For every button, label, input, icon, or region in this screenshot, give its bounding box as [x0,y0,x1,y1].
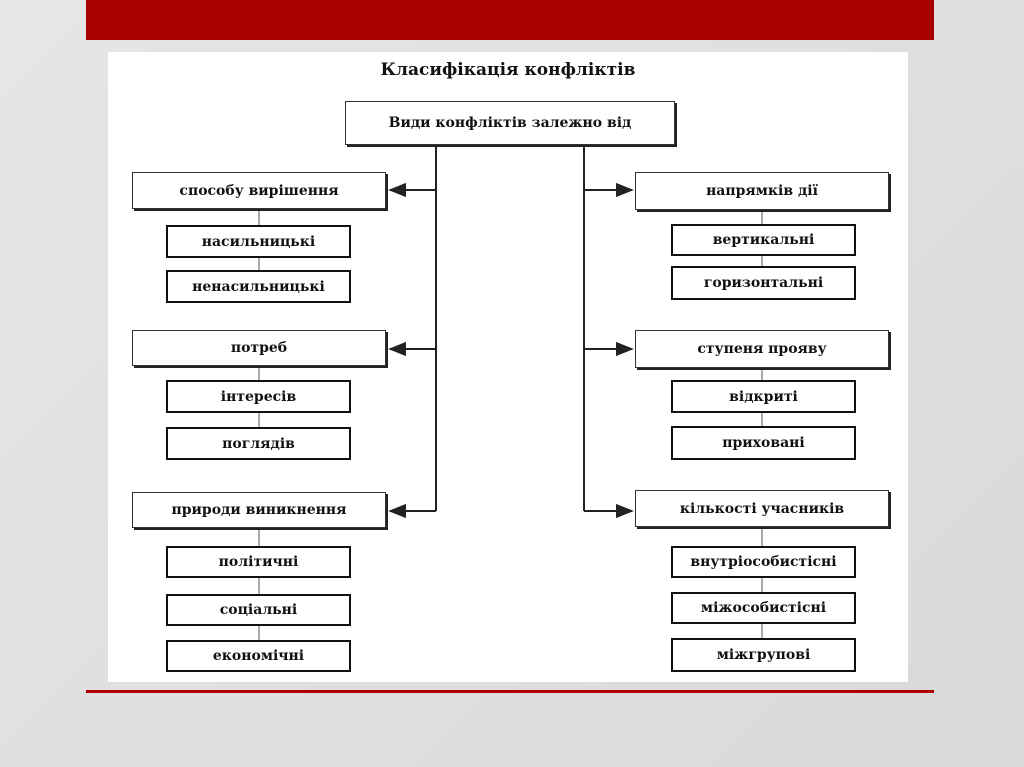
slide-top-bar [86,0,934,40]
type-violent: насильницькі [166,225,351,258]
type-interests: інтересів [166,380,351,413]
category-manifestation: ступеня прояву [635,330,889,368]
category-resolution-method: способу вирішення [132,172,386,209]
type-political: політичні [166,546,351,578]
type-social: соціальні [166,594,351,626]
type-vertical: вертикальні [671,224,856,256]
slide-bottom-rule [86,690,934,693]
category-direction: напрямків дії [635,172,889,210]
type-intergroup: міжгрупові [671,638,856,672]
type-views: поглядів [166,427,351,460]
type-nonviolent: ненасильницькі [166,270,351,303]
type-intrapersonal: внутріособистісні [671,546,856,578]
type-horizontal: горизонтальні [671,266,856,300]
category-needs: потреб [132,330,386,366]
type-open: відкриті [671,380,856,413]
root-node: Види конфліктів залежно від [345,101,675,145]
category-origin: природи виникнення [132,492,386,528]
diagram-title: Класифікація конфліктів [380,60,636,80]
category-participants: кількості учасників [635,490,889,527]
type-hidden: приховані [671,426,856,460]
type-economic: економічні [166,640,351,672]
type-interpersonal: міжособистісні [671,592,856,624]
